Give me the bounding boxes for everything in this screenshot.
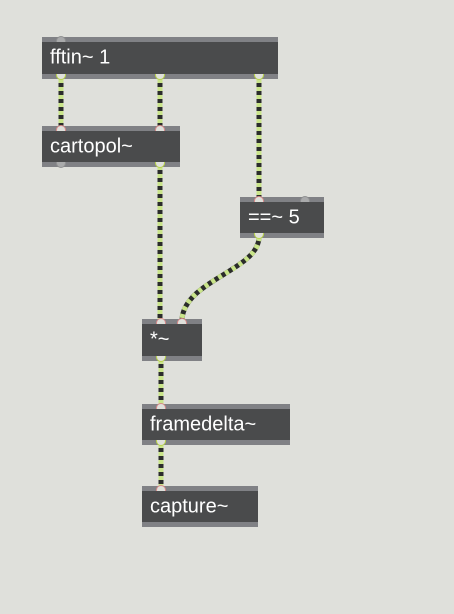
object-cartopol[interactable]: cartopol~	[42, 125, 180, 168]
cartopol-outlet-0-disabled[interactable]	[56, 162, 66, 168]
fftin-outlet-0[interactable]	[56, 74, 66, 80]
multiply-inlet-0[interactable]	[156, 318, 166, 324]
fftin-outlet-2[interactable]	[254, 74, 264, 80]
fftin-outlet-1[interactable]	[155, 74, 165, 80]
fftin-inlet[interactable]	[56, 36, 66, 42]
framedelta-outlet-0[interactable]	[156, 440, 166, 446]
object-equals[interactable]: ==~ 5	[240, 196, 324, 239]
equals-inlet-1[interactable]	[300, 196, 310, 202]
cartopol-label: cartopol~	[50, 135, 133, 157]
cartopol-outlet-1[interactable]	[155, 162, 165, 168]
object-multiply[interactable]: *~	[142, 318, 202, 362]
capture-label: capture~	[150, 495, 229, 517]
equals-label: ==~ 5	[248, 206, 300, 228]
object-framedelta[interactable]: framedelta~	[142, 403, 290, 446]
fftin-label: fftin~ 1	[50, 46, 111, 69]
multiply-inlet-1[interactable]	[177, 318, 187, 324]
cord-equals-out0-to-multiply-in1[interactable]	[179, 236, 262, 320]
object-fftin[interactable]: fftin~ 1	[42, 36, 278, 80]
capture-inlet-0[interactable]	[156, 485, 166, 491]
cartopol-inlet-1[interactable]	[155, 125, 165, 131]
framedelta-label: framedelta~	[150, 413, 257, 435]
equals-inlet-0[interactable]	[254, 196, 264, 202]
framedelta-inlet-0[interactable]	[156, 403, 166, 409]
equals-outlet-0[interactable]	[254, 233, 264, 239]
multiply-label: *~	[150, 328, 170, 351]
multiply-outlet-0[interactable]	[156, 356, 166, 362]
cartopol-inlet-0[interactable]	[56, 125, 66, 131]
object-capture[interactable]: capture~	[142, 485, 258, 527]
